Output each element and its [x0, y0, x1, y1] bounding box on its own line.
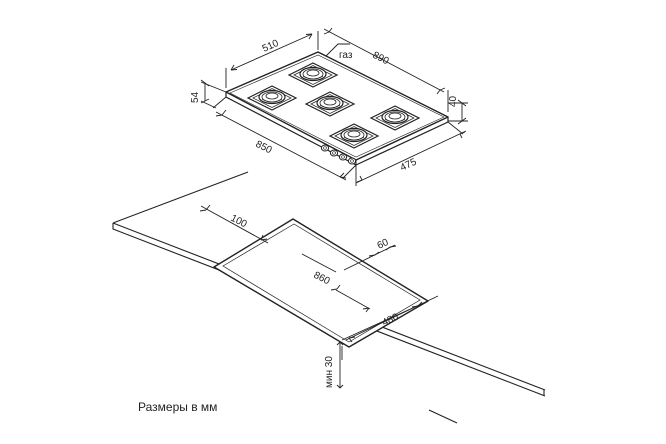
knob-3 — [338, 153, 348, 161]
dim-height-total: 54 — [190, 91, 201, 103]
units-caption: Размеры в мм — [138, 400, 218, 414]
knob-4 — [347, 157, 357, 165]
gas-inlet-label: газ — [339, 50, 353, 61]
dim-offset-front: 100 — [229, 213, 249, 231]
knob-2 — [329, 149, 339, 157]
worktop-drawing: 100 60 860 480 мин 30 — [112, 171, 546, 424]
dim-offset-back: 60 — [376, 237, 391, 252]
hob-drawing: 510 890 газ 54 40 850 475 — [190, 27, 468, 186]
knob-1 — [320, 144, 330, 152]
dim-depth-outer: 510 — [261, 38, 281, 55]
dim-width-body: 850 — [254, 139, 274, 157]
dim-depth-body: 475 — [399, 157, 419, 174]
dim-width-outer: 890 — [371, 50, 391, 68]
hob-dimension-lines — [200, 27, 468, 186]
dim-height-body: 40 — [448, 95, 459, 107]
dim-min-thickness: мин 30 — [324, 356, 335, 388]
cutout-dimension-lines — [199, 204, 439, 389]
